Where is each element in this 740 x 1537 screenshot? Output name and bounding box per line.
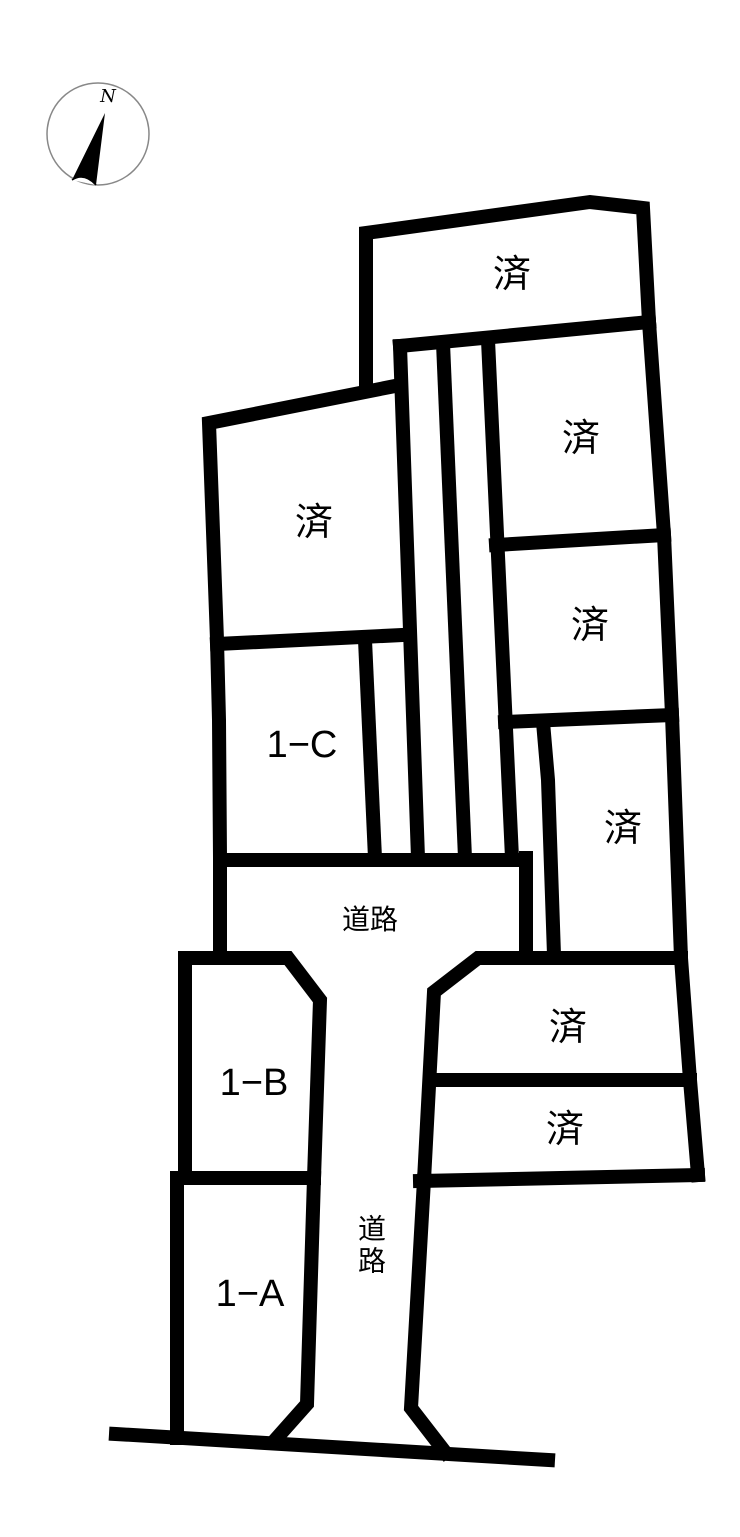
boundary-line (488, 527, 672, 553)
lot-label-right-sold-5: 済 (545, 1107, 585, 1151)
boundary-line (412, 1167, 706, 1189)
lot-label-right-sold-4: 済 (548, 1005, 588, 1049)
compass-north-label: N (100, 86, 116, 107)
boundary-line (497, 707, 680, 730)
lot-label-1b: 1−B (219, 1062, 289, 1104)
boundary-line (209, 627, 411, 652)
boundary-line (403, 1172, 455, 1462)
lot-outline-left-sold (201, 378, 399, 866)
north-arrow-icon (46, 82, 150, 186)
lot-label-1a: 1−A (215, 1273, 285, 1315)
road-label-horizontal: 道路 (341, 903, 399, 936)
lot-label-right-sold-1: 済 (561, 416, 601, 460)
lot-outline-1b (178, 951, 328, 1186)
frontage-line (108, 1426, 556, 1468)
boundary-line (435, 335, 473, 866)
lot-label-right-sold-3: 済 (603, 806, 643, 850)
boundary-line (535, 714, 562, 963)
lot-label-left-sold: 済 (294, 500, 334, 544)
lot-label-top-sold: 済 (492, 252, 532, 296)
lot-label-right-sold-2: 済 (570, 603, 610, 647)
boundary-line (480, 332, 520, 866)
boundary-line (357, 632, 383, 866)
boundary-line (641, 314, 706, 1183)
lot-outline-top-sold (359, 194, 657, 387)
lot-label-1c: 1−C (266, 724, 338, 766)
boundary-line (392, 338, 426, 866)
boundary-line (265, 1170, 322, 1450)
road-label-vertical: 道路 (354, 1214, 387, 1278)
